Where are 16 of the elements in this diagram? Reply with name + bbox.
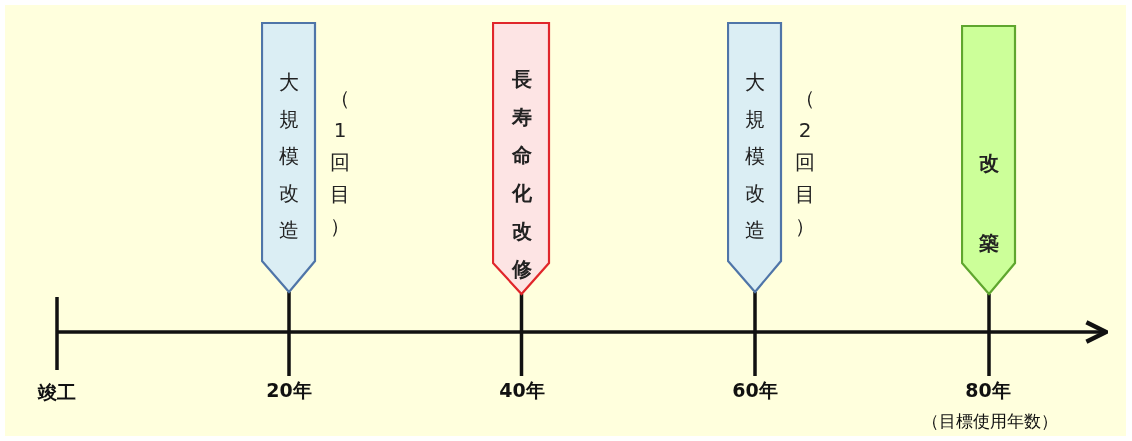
tick-line (987, 294, 991, 376)
tick-line (753, 292, 757, 376)
tick-line (287, 292, 291, 376)
occurrence-note: （2回目） (795, 85, 815, 240)
year-label: 60年 (732, 378, 778, 404)
event-label: 大規模改造 (745, 69, 765, 244)
event-label: 大規模改造 (279, 69, 299, 244)
year-label: 80年 (965, 378, 1011, 404)
note-label: （目標使用年数） (922, 410, 1058, 433)
event-label: 改築 (979, 150, 999, 257)
year-label: 20年 (266, 378, 312, 404)
year-label: 40年 (499, 378, 545, 404)
event-label: 長寿命化改修 (511, 66, 532, 283)
tick-line (519, 294, 524, 376)
completion-label: 竣工 (38, 380, 76, 405)
occurrence-note: （1回目） (330, 85, 350, 240)
